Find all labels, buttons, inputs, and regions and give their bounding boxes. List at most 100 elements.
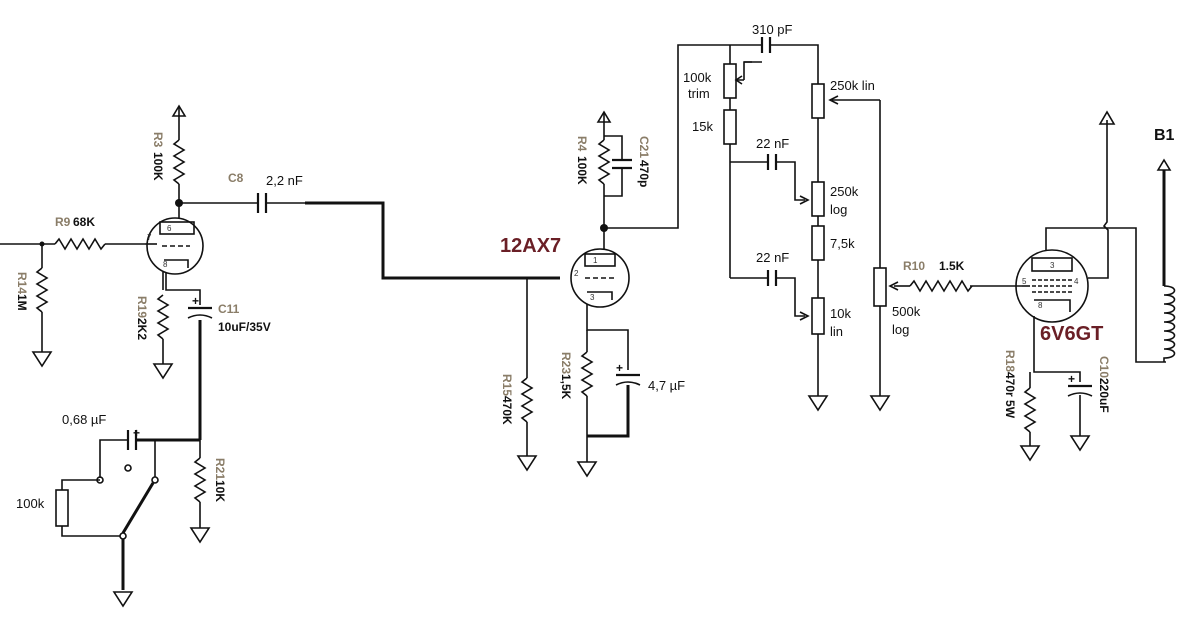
tube-v1 (146, 217, 204, 275)
r14-resistor (35, 267, 49, 313)
polarity-label: + (1068, 372, 1075, 386)
r19-resistor (156, 294, 170, 340)
r19-ref-label: R19 (135, 296, 149, 318)
c11-value-label: 10uF/35V (218, 320, 271, 334)
volume-pot-value-label: 500k (892, 304, 921, 319)
r4-ref-label: R4 (575, 136, 589, 152)
r-7k5-label: 7,5k (830, 236, 855, 251)
r21-value-label: 10K (213, 480, 227, 502)
tone-stack: 310 pF 100k trim 15k 250k lin 22 nF 250k… (683, 22, 921, 412)
stage-1: 6 7 8 R3 100K C8 2,2 nF R19 2K2 + C11 10… (0, 104, 305, 608)
r10-value-label: 1.5K (939, 259, 965, 273)
c-22nf-b-capacitor (766, 270, 778, 286)
switch-resistor (55, 489, 69, 527)
ground-symbol (189, 527, 211, 544)
supply-arrow-icon (1156, 158, 1172, 171)
ground-symbol (869, 395, 891, 412)
r15-ref-label: R15 (500, 374, 514, 396)
c-22nf-b-label: 22 nF (756, 250, 789, 265)
tube-6v6gt-label: 6V6GT (1040, 323, 1103, 345)
mid-pot-value-label: 10k (830, 306, 851, 321)
switch-res-label: 100k (16, 496, 45, 511)
polarity-label: + (192, 294, 199, 308)
polarity-label: + (133, 426, 140, 440)
r-7k5 (811, 225, 825, 261)
r9-value-label: 68K (73, 215, 95, 229)
switch-cap-label: 0,68 µF (62, 412, 106, 427)
pin-label: 3 (590, 293, 595, 302)
trim-type-label: trim (688, 86, 710, 101)
supply-arrow-icon (171, 104, 187, 117)
c10-value-label: 220uF (1097, 378, 1111, 413)
supply-arrow-icon (596, 110, 612, 123)
c-22nf-a-capacitor (766, 154, 778, 170)
c8-capacitor (256, 193, 268, 213)
r-15k (723, 109, 737, 145)
c11-ref-label: C11 (218, 302, 240, 316)
tube-12ax7 (570, 248, 630, 308)
mid-pot-type-label: lin (830, 324, 843, 339)
pin-label: 3 (1050, 261, 1055, 270)
bass-pot (811, 181, 825, 217)
ground-symbol (516, 455, 538, 472)
r10-ref-label: R10 (903, 259, 925, 273)
r15-value-label: 470K (500, 396, 514, 425)
r9-resistor (54, 237, 106, 251)
output-stage: R10 1.5K 3 5 4 8 6V6GT B1 R18 470r 5W (903, 110, 1176, 462)
pin-label: 8 (163, 260, 168, 269)
r4-resistor (597, 139, 611, 185)
pin-label: 7 (147, 233, 152, 242)
r18-ref-label: R18 (1003, 350, 1017, 372)
r21-resistor (193, 457, 207, 503)
supply-arrow-icon (1098, 110, 1116, 125)
ground-symbol (807, 395, 829, 412)
ground-symbol (112, 591, 134, 608)
ground-symbol (576, 461, 598, 478)
polarity-label: + (616, 361, 623, 375)
treble-pot-label: 250k lin (830, 78, 875, 93)
c21-ref-label: C21 (637, 136, 651, 158)
r23-ref-label: R23 (559, 352, 573, 374)
c21-value-label: 470p (637, 160, 651, 187)
r18-resistor (1023, 387, 1037, 433)
treble-pot (811, 83, 825, 119)
r19-value-label: 2K2 (135, 318, 149, 340)
pin-label: 1 (593, 256, 598, 265)
c-310pf-capacitor (760, 37, 772, 53)
c8-value-label: 2,2 nF (266, 173, 303, 188)
r3-value-label: 100K (151, 152, 165, 181)
output-transformer (1163, 285, 1176, 362)
pin-label: 5 (1022, 277, 1027, 286)
r18-value-label: 470r 5W (1003, 372, 1017, 419)
bass-pot-type-label: log (830, 202, 847, 217)
pin-label: 6 (167, 224, 172, 233)
tube-12ax7-label: 12AX7 (500, 235, 561, 257)
r4-value-label: 100K (575, 156, 589, 185)
bass-pot-value-label: 250k (830, 184, 859, 199)
r14-value-label: 1M (15, 294, 29, 311)
trim-value-label: 100k (683, 70, 712, 85)
r3-ref-label: R3 (151, 132, 165, 148)
c-22nf-a-label: 22 nF (756, 136, 789, 151)
c10-ref-label: C10 (1097, 356, 1111, 378)
r23-value-label: 1,5K (559, 374, 573, 400)
r9-ref-label: R9 (55, 215, 71, 229)
ground-symbol (1069, 435, 1091, 452)
ground-symbol (31, 351, 53, 368)
trim-pot (723, 63, 737, 99)
volume-pot-type-label: log (892, 322, 909, 337)
ground-symbol (152, 363, 174, 380)
r14-ref-label: R14 (15, 272, 29, 294)
r21-ref-label: R21 (213, 458, 227, 480)
r15-resistor (520, 377, 534, 423)
pin-label: 2 (574, 269, 579, 278)
c8-ref-label: C8 (228, 171, 244, 185)
r23-resistor (580, 351, 594, 397)
tube-6v6gt (1015, 249, 1089, 323)
cathode-cap-label: 4,7 µF (648, 378, 685, 393)
pin-label: 4 (1074, 277, 1079, 286)
r3-resistor (172, 139, 186, 185)
volume-pot (873, 267, 887, 307)
